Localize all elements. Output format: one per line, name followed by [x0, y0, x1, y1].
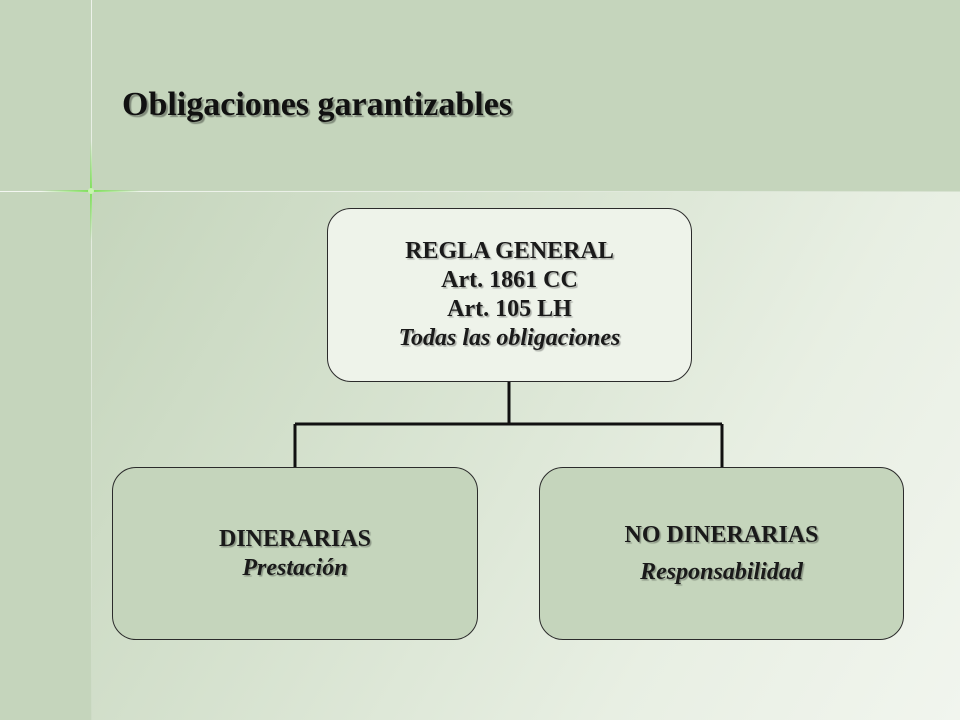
node-no-dinerarias-heading: NO DINERARIAS [624, 521, 819, 548]
left-band [0, 0, 92, 720]
node-dinerarias: DINERARIAS Prestación [112, 467, 478, 640]
node-dinerarias-subtitle: Prestación [242, 554, 348, 581]
node-regla-general-article-cc: Art. 1861 CC [441, 267, 578, 294]
header-band [0, 0, 960, 192]
node-no-dinerarias: NO DINERARIAS Responsabilidad [539, 467, 904, 640]
vertical-guide-line [91, 0, 92, 720]
node-no-dinerarias-subtitle: Responsabilidad [640, 558, 803, 585]
slide-title: Obligaciones garantizables [122, 86, 513, 123]
sparkle-icon [41, 141, 141, 241]
horizontal-guide-line [0, 191, 960, 192]
node-regla-general-heading: REGLA GENERAL [405, 238, 614, 265]
node-dinerarias-heading: DINERARIAS [218, 525, 372, 552]
node-regla-general: REGLA GENERAL Art. 1861 CC Art. 105 LH T… [327, 208, 692, 382]
node-regla-general-article-lh: Art. 105 LH [447, 296, 572, 322]
node-regla-general-scope: Todas las obligaciones [398, 324, 621, 351]
